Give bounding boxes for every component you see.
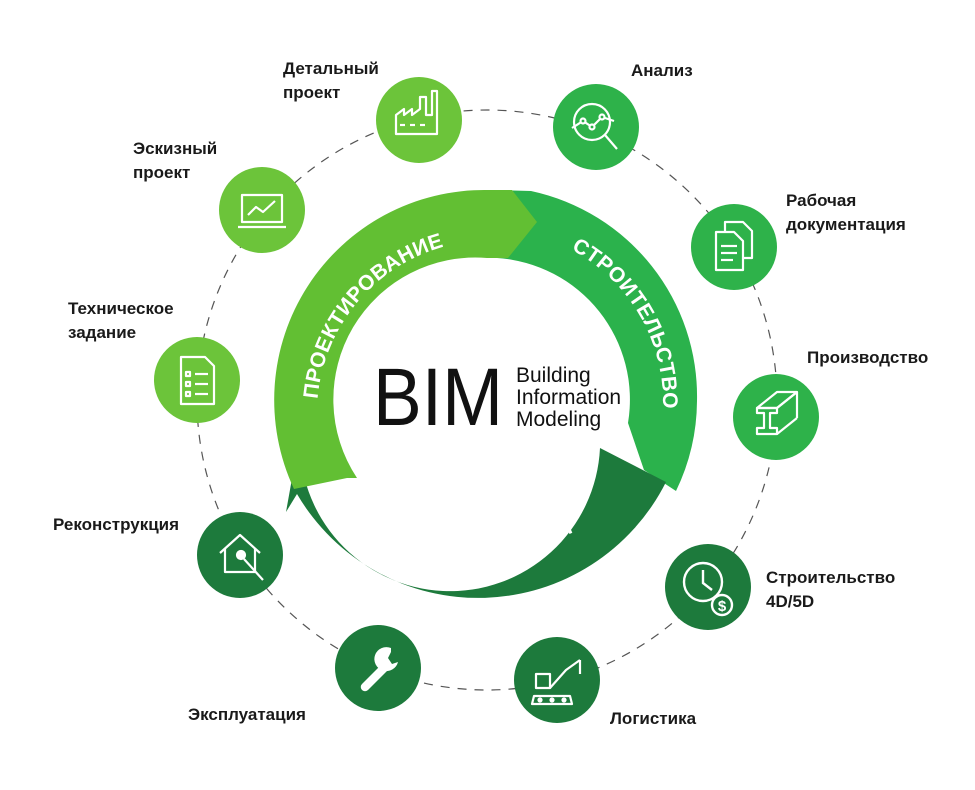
label-production: Производство (807, 348, 929, 367)
house-brush-icon (219, 533, 264, 581)
node-production[interactable] (733, 374, 819, 460)
svg-text:$: $ (718, 598, 727, 615)
phase-label-operation: ЭКСПЛУАТАЦИЯ (401, 516, 576, 557)
checklist-icon (179, 355, 216, 406)
node-reconstruction[interactable] (197, 512, 283, 598)
steel-beam-icon (755, 390, 799, 436)
node-technical-task[interactable] (154, 337, 240, 423)
label-analysis: Анализ (631, 61, 693, 80)
node-working-docs[interactable] (691, 204, 777, 290)
label-operation: Эксплуатация (188, 705, 306, 724)
construction-arc (497, 190, 698, 491)
node-detailed-design[interactable] (376, 77, 462, 163)
bim-line-building: Building (516, 364, 591, 387)
node-operation[interactable] (335, 625, 421, 711)
analysis-magnifier-icon (571, 102, 618, 150)
crane-icon (530, 659, 582, 706)
bim-line-information: Information (516, 386, 621, 409)
clock-dollar-icon: $ (682, 561, 734, 617)
node-sketch-design[interactable] (219, 167, 305, 253)
label-logistics: Логистика (610, 709, 697, 728)
operation-arc (286, 434, 666, 598)
node-construction-4d5d[interactable]: $ (665, 544, 751, 630)
laptop-chart-icon (238, 193, 286, 229)
node-analysis[interactable] (553, 84, 639, 170)
bim-acronym: BIM (373, 352, 503, 443)
label-reconstruction: Реконструкция (53, 515, 180, 534)
node-logistics[interactable] (514, 637, 600, 723)
bim-line-modeling: Modeling (516, 408, 601, 431)
wrench-icon (360, 647, 398, 692)
documents-icon (714, 220, 754, 272)
design-arc (274, 189, 537, 489)
factory-icon (394, 89, 439, 136)
